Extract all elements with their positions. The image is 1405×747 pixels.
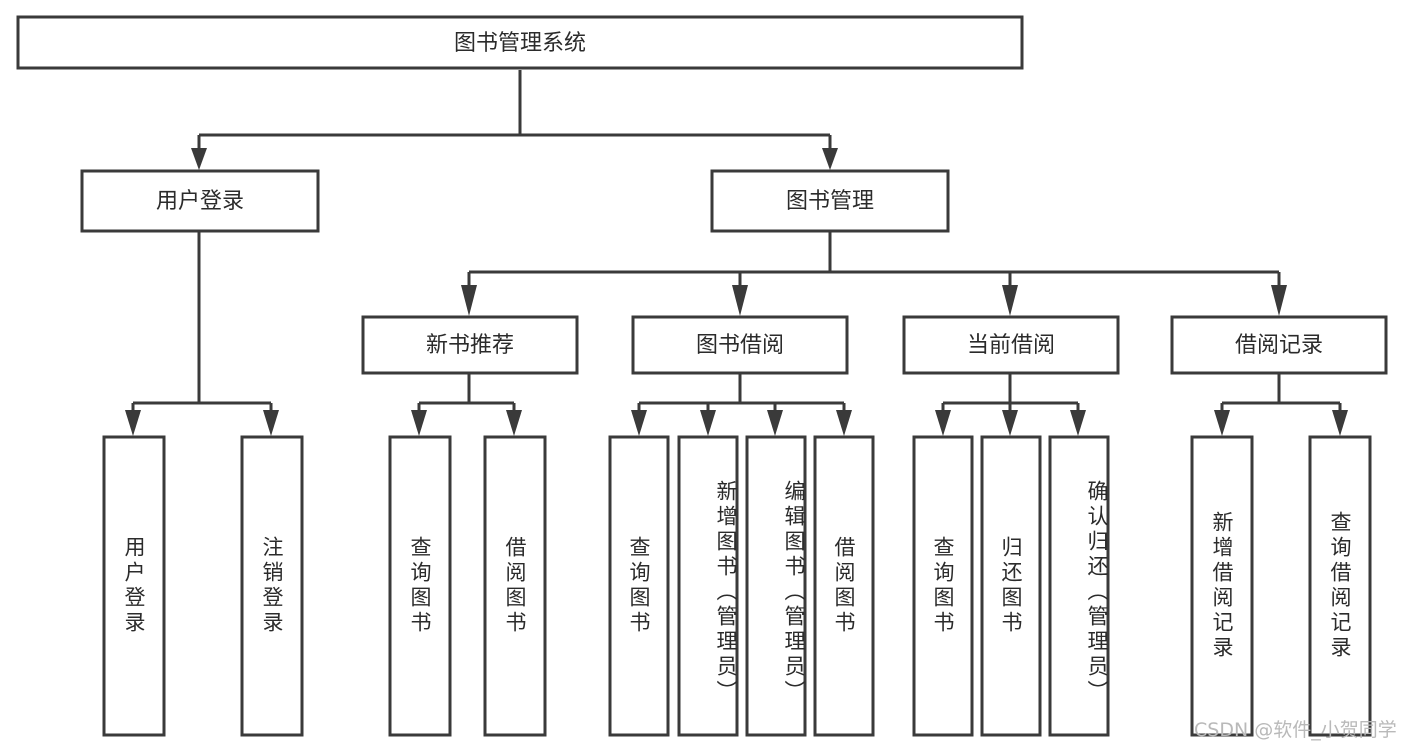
node-box-leaf-borrow-book-1[interactable] [483, 435, 547, 737]
arrow-head-user-login [191, 148, 207, 170]
arrow-head-leaf-query-record [1332, 410, 1348, 436]
arrow-head-leaf-query-book-1 [411, 410, 427, 436]
node-box-leaf-user-login[interactable] [102, 435, 166, 737]
arrow-head-leaf-logout [263, 410, 279, 436]
arrow-head-leaf-query-book-3 [935, 410, 951, 436]
node-label-borrow-record: 借阅记录 [1235, 333, 1323, 358]
node-label-new-book-rec: 新书推荐 [426, 333, 514, 358]
node-label-book-borrow: 图书借阅 [696, 333, 784, 358]
node-label-root: 图书管理系统 [454, 31, 586, 56]
node-box-leaf-query-book-2[interactable] [608, 435, 670, 737]
connector-group-currentborrow-to-leaves [935, 374, 1086, 436]
connector-group-bookmanage-to-level3 [461, 232, 1287, 316]
node-box-leaf-borrow-book-2[interactable] [813, 435, 875, 737]
node-box-leaf-add-book[interactable] [677, 435, 739, 737]
node-box-leaf-return-book[interactable] [980, 435, 1042, 737]
arrow-head-new-book-rec [461, 285, 477, 316]
connector-group-newbookrec-to-leaves [411, 374, 522, 436]
node-box-new-book-rec[interactable] [361, 315, 579, 375]
arrow-head-leaf-borrow-book-2 [836, 410, 852, 436]
node-box-current-borrow[interactable] [902, 315, 1120, 375]
node-box-leaf-confirm-return[interactable] [1048, 435, 1110, 737]
arrow-head-current-borrow [1002, 285, 1018, 316]
node-box-leaf-logout[interactable] [240, 435, 304, 737]
arrow-head-leaf-user-login [125, 410, 141, 436]
node-box-borrow-record[interactable] [1170, 315, 1388, 375]
node-box-user-login[interactable] [80, 169, 320, 233]
arrow-head-leaf-return-book [1002, 410, 1018, 436]
connector-group-userlogin-to-leaves [125, 232, 279, 436]
connector-group-bookborrow-to-leaves [631, 374, 852, 436]
node-box-leaf-query-record[interactable] [1308, 435, 1372, 737]
node-box-leaf-edit-book[interactable] [745, 435, 807, 737]
node-box-book-borrow[interactable] [631, 315, 849, 375]
csdn-watermark: CSDN @软件_小贺同学 [1194, 719, 1397, 741]
arrow-head-leaf-confirm-return [1070, 410, 1086, 436]
arrow-head-book-manage [822, 148, 838, 170]
node-box-leaf-query-book-3[interactable] [912, 435, 974, 737]
connector-group-borrowrecord-to-leaves [1214, 374, 1348, 436]
arrow-head-leaf-borrow-book-1 [506, 410, 522, 436]
node-box-leaf-query-book-1[interactable] [388, 435, 452, 737]
arrow-head-leaf-add-book [700, 410, 716, 436]
arrow-head-leaf-add-record [1214, 410, 1230, 436]
node-label-user-login: 用户登录 [156, 189, 244, 214]
arrow-head-leaf-query-book-2 [631, 410, 647, 436]
node-box-leaf-add-record[interactable] [1190, 435, 1254, 737]
arrow-head-leaf-edit-book [767, 410, 783, 436]
arrow-head-book-borrow [732, 285, 748, 316]
node-box-root[interactable] [16, 15, 1024, 70]
node-label-book-manage: 图书管理 [786, 189, 874, 214]
node-box-book-manage[interactable] [710, 169, 950, 233]
node-label-current-borrow: 当前借阅 [967, 333, 1055, 358]
arrow-head-borrow-record [1271, 285, 1287, 316]
connector-group-root-to-level2 [191, 70, 838, 170]
